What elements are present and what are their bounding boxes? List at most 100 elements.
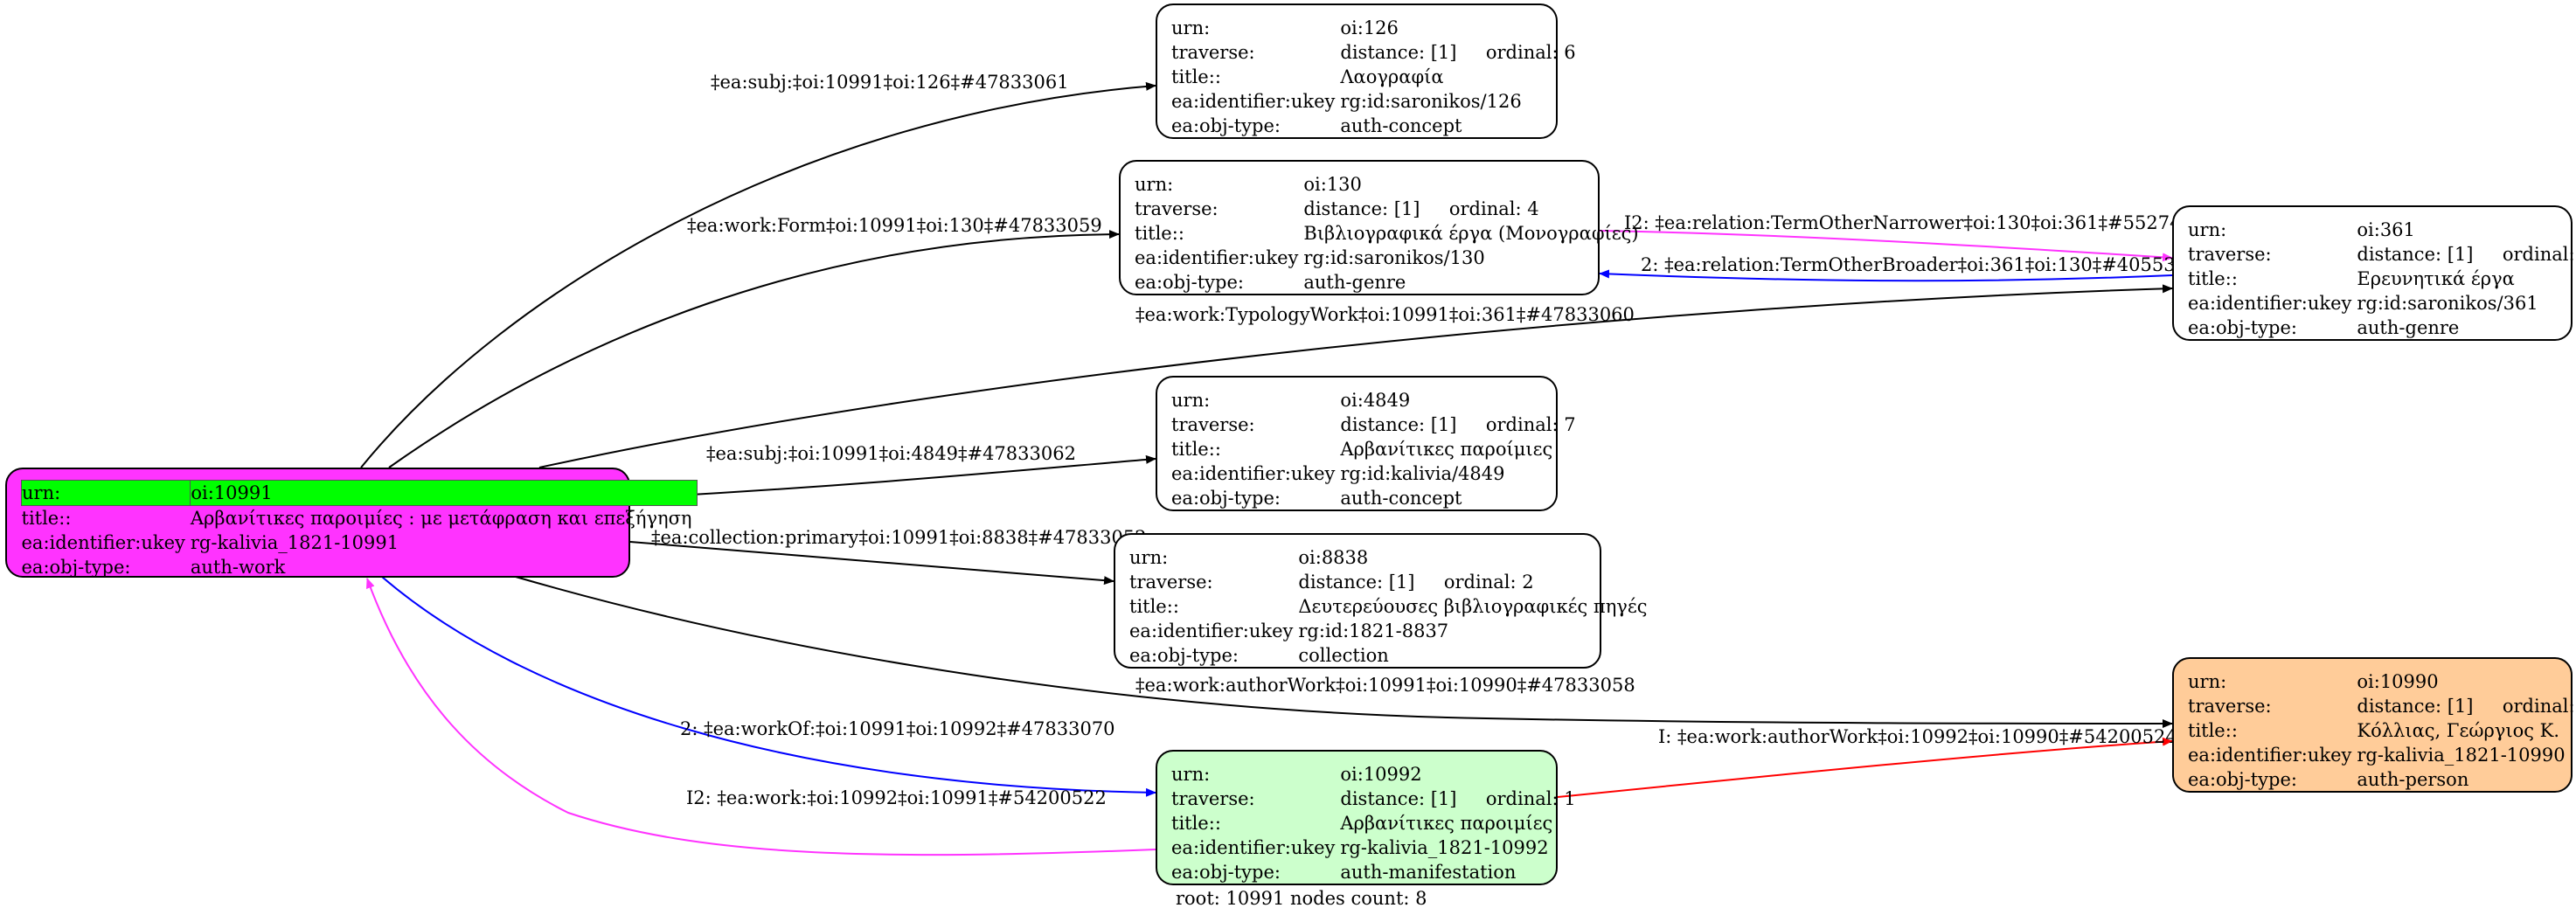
node-table: urn: oi:361 traverse: distance: [1] ordina… [2188,218,2576,340]
node-table: urn:oi:8838 traverse:distance: [1] ordin… [1129,545,1652,668]
field-key: ea:obj-type: [1171,488,1281,509]
edge-10991-130 [388,230,1120,468]
field-key: ea:obj-type: [1171,115,1281,136]
field-key: title:: [21,508,72,529]
field-key: traverse: [2188,244,2272,265]
field-value: auth-person [2357,769,2469,790]
field-value: distance: [1] ordinal: 7 [1340,414,1576,435]
field-key: traverse: [1171,788,1255,809]
field-value: Δευτερεύουσες βιβλιογραφικές πηγές [1298,596,1648,617]
field-key: ea:obj-type: [1135,272,1244,293]
field-key: ea:identifier:ukey [1171,837,1336,858]
field-value: oi:4849 [1340,390,1411,411]
field-value: rg-kalivia_1821-10992 [1340,837,1549,858]
node-361[interactable]: urn: oi:361 traverse: distance: [1] ordina… [2172,205,2576,341]
field-value: Αρβανίτικες παροιμίες : με μετάφραση και… [190,508,692,529]
field-value: rg-kalivia_1821-10991 [190,532,399,553]
node-table: urn:oi:130 traverse:distance: [1] ordina… [1135,172,1644,295]
field-key: title:: [1135,223,1184,244]
field-value: Ερευνητικά έργα [2357,268,2515,289]
node-126[interactable]: urn: oi:126 traverse: distance: [1] ordina… [1156,3,1576,139]
field-value: rg:id:saronikos/130 [1303,247,1485,268]
field-value: rg:id:saronikos/126 [1340,91,1522,112]
edge-label-10992-10990: I: ‡ea:work:authorWork‡oi:10992‡oi:10990… [1658,726,2177,747]
field-key: urn: [2188,671,2227,692]
field-value: Βιβλιογραφικά έργα (Μονογραφίες) [1303,223,1639,244]
field-key: ea:obj-type: [21,557,131,578]
node-8838[interactable]: urn:oi:8838 traverse:distance: [1] ordin… [1114,533,1647,669]
edge-10991-10990 [515,576,2173,728]
field-value: oi:8838 [1298,547,1369,568]
field-value: rg:id:saronikos/361 [2357,293,2538,314]
field-value: rg:id:kalivia/4849 [1340,463,1505,484]
edge-label-10992-10991: I2: ‡ea:work:‡oi:10992‡oi:10991‡#5420052… [686,787,1107,808]
field-value: oi:130 [1303,174,1362,195]
field-value: distance: [1] ordinal: 4 [1303,198,1539,219]
field-key: urn: [1171,17,1211,38]
node-root-10991[interactable]: urn:oi:10991 title::Αρβανίτικες παροιμίε… [5,468,698,578]
node-10990[interactable]: urn: oi:10990 traverse: distance: [1] ordi… [2172,657,2576,793]
edge-10991-8838 [629,541,1114,586]
field-key: ea:identifier:ukey [1171,91,1336,112]
edge-361-130 [1599,269,2173,282]
field-key: ea:identifier:ukey [21,532,185,553]
field-value: distance: [1] ordinal: 3 [2357,696,2576,717]
field-value: auth-manifestation [1340,862,1517,883]
field-value: distance: [1] ordinal: 6 [1340,42,1576,63]
field-value: distance: [1] ordinal: 2 [1298,572,1534,593]
field-key: title:: [2188,720,2238,741]
field-value: oi:126 [1340,17,1399,38]
field-value: oi:10990 [2357,671,2439,692]
node-4849[interactable]: urn: oi:4849 traverse: distance: [1] ordin… [1156,376,1576,511]
node-table: urn: oi:4849 traverse: distance: [1] ordin… [1171,388,1581,510]
node-table: urn:oi:10991 title::Αρβανίτικες παροιμίε… [20,480,698,579]
field-key: ea:identifier:ukey [1129,620,1294,641]
field-key: ea:obj-type: [1171,862,1281,883]
field-value: Αρβανίτικες παροίμιες [1340,439,1553,460]
edge-130-361 [1599,230,2173,262]
node-10992[interactable]: urn:oi:10992 traverse:distance: [1] ordi… [1156,750,1576,885]
field-value: distance: [1] ordinal: 1 [1340,788,1576,809]
field-key: title:: [1171,813,1221,834]
field-key: title:: [1129,596,1179,617]
field-key: urn: [1135,174,1174,195]
field-value: oi:361 [2357,219,2415,240]
field-value: oi:10991 [190,480,698,506]
field-value: rg:id:1821-8837 [1298,620,1449,641]
edge-label-10991-4849: ‡ea:subj:‡oi:10991‡oi:4849‡#47833062 [706,443,1076,464]
edge-label-10991-10990: ‡ea:work:authorWork‡oi:10991‡oi:10990‡#4… [1135,675,1635,696]
edge-10992-10991 [366,578,1156,856]
field-value: rg-kalivia_1821-10990 [2357,745,2566,766]
field-key: ea:obj-type: [2188,769,2297,790]
edge-10991-126 [360,81,1156,468]
field-key: traverse: [1171,414,1255,435]
field-value: Αρβανίτικες παροιμίες [1340,813,1553,834]
field-value: oi:10992 [1340,764,1422,785]
field-key: urn: [20,480,191,506]
field-key: title:: [1171,439,1221,460]
field-value: distance: [1] ordinal: 5 [2357,244,2576,265]
field-key: title:: [2188,268,2238,289]
edge-label-10991-130: ‡ea:work:Form‡oi:10991‡oi:130‡#47833059 [687,215,1102,236]
field-value: auth-concept [1340,488,1462,509]
field-value: auth-genre [1303,272,1406,293]
field-value: Λαογραφία [1340,66,1444,87]
edge-label-130-361: I2: ‡ea:relation:TermOtherNarrower‡oi:13… [1624,212,2217,233]
field-key: title:: [1171,66,1221,87]
field-key: traverse: [1171,42,1255,63]
field-key: urn: [1129,547,1169,568]
graph-footer: root: 10991 nodes count: 8 [1176,888,1427,909]
edge-label-361-130: 2: ‡ea:relation:TermOtherBroader‡oi:361‡… [1641,254,2199,275]
node-130[interactable]: urn:oi:130 traverse:distance: [1] ordina… [1119,160,1639,295]
node-table: urn: oi:126 traverse: distance: [1] ordina… [1171,16,1581,138]
field-key: traverse: [2188,696,2272,717]
field-value: Κόλλιας, Γεώργιος Κ. [2357,720,2560,741]
edge-10991-361 [538,284,2173,468]
field-value: auth-genre [2357,317,2460,338]
edge-10991-4849 [629,454,1156,499]
field-key: ea:identifier:ukey [1171,463,1336,484]
field-key: urn: [2188,219,2227,240]
field-key: ea:obj-type: [1129,645,1239,666]
field-key: urn: [1171,390,1211,411]
field-key: ea:obj-type: [2188,317,2297,338]
